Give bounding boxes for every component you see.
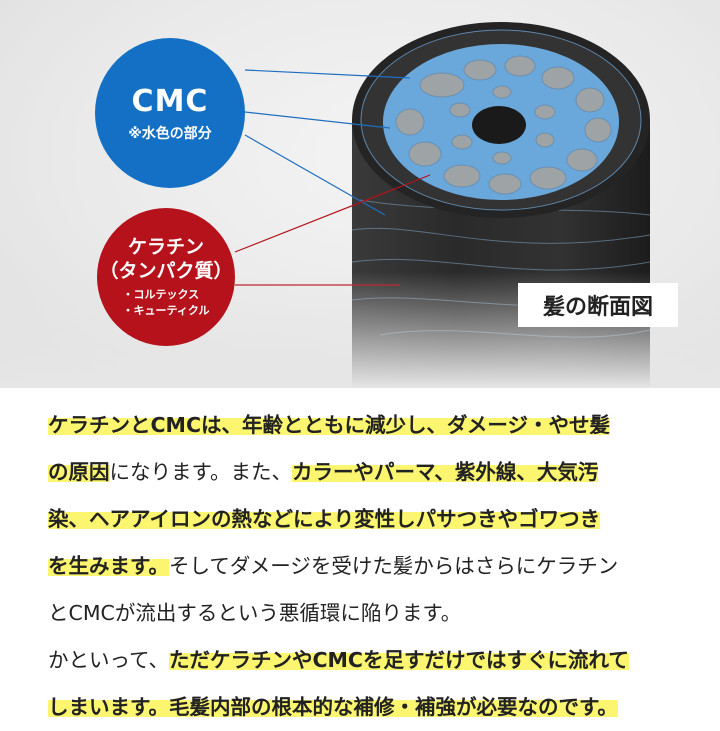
explanation-paragraph: ケラチンとCMCは、年齢とともに減少し、ダメージ・やせ髪 の原因になります。また… xyxy=(48,402,688,731)
hair-strand-graphic xyxy=(0,0,720,388)
text-line-6: かといって、ただケラチンやCMCを足すだけではすぐに流れて xyxy=(48,637,688,684)
highlight-3: カラーやパーマ、紫外線、大気汚 xyxy=(291,460,599,484)
keratin-subtitle: （タンパク質） xyxy=(99,260,233,282)
keratin-item-cortex: ・コルテックス xyxy=(122,288,200,301)
figure-caption: 髪の断面図 xyxy=(518,283,678,327)
highlight-5: を生みます。 xyxy=(48,554,169,578)
text-line-1: ケラチンとCMCは、年齢とともに減少し、ダメージ・やせ髪 xyxy=(48,402,688,449)
text-line-2: の原因になります。また、カラーやパーマ、紫外線、大気汚 xyxy=(48,449,688,496)
text-line-7: しまいます。毛髪内部の根本的な補修・補強が必要なのです。 xyxy=(48,684,688,731)
highlight-2: の原因 xyxy=(48,460,110,484)
keratin-item-cuticle: ・キューティクル xyxy=(122,304,210,317)
text-line-5: とCMCが流出するという悪循環に陥ります。 xyxy=(48,590,688,637)
keratin-bubble: ケラチン （タンパク質） ・コルテックス ・キューティクル xyxy=(97,208,235,346)
text-line-4: を生みます。そしてダメージを受けた髪からはさらにケラチン xyxy=(48,543,688,590)
keratin-title: ケラチン xyxy=(127,236,204,258)
highlight-7: しまいます。毛髪内部の根本的な補修・補強が必要なのです。 xyxy=(48,695,618,719)
plain-4: そしてダメージを受けた髪からはさらにケラチン xyxy=(168,554,619,578)
cmc-title: CMC xyxy=(131,83,209,119)
keratin-list: ・コルテックス ・キューティクル xyxy=(122,287,209,319)
hair-cross-section-illustration: CMC ※水色の部分 ケラチン （タンパク質） ・コルテックス ・キューティクル… xyxy=(0,0,720,388)
highlight-6: ただケラチンやCMCを足すだけではすぐに流れて xyxy=(168,648,629,672)
cmc-note: ※水色の部分 xyxy=(128,125,212,142)
text-line-3: 染、ヘアアイロンの熱などにより変性しパサつきやゴワつき xyxy=(48,496,688,543)
plain-6: かといって、 xyxy=(48,648,169,672)
plain-2: になります。また、 xyxy=(109,460,292,484)
plain-5: とCMCが流出するという悪循環に陥ります。 xyxy=(48,601,462,625)
highlight-1: ケラチンとCMCは、年齢とともに減少し、ダメージ・やせ髪 xyxy=(48,413,610,437)
highlight-4: 染、ヘアアイロンの熱などにより変性しパサつきやゴワつき xyxy=(48,507,601,531)
cmc-bubble: CMC ※水色の部分 xyxy=(95,38,245,188)
